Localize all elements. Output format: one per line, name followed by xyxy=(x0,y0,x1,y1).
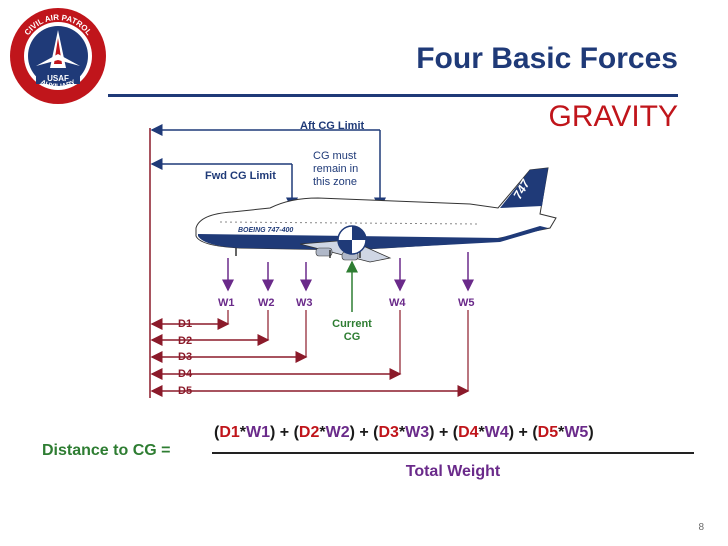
aircraft-livery: BOEING 747-400 xyxy=(238,227,293,234)
d4-arrow xyxy=(150,310,402,380)
title-divider xyxy=(108,94,678,97)
formula-numerator: (D1*W1) + (D2*W2) + (D3*W3) + (D4*W4) + … xyxy=(214,424,594,441)
cg-symbol-icon xyxy=(337,225,367,255)
d5-label: D5 xyxy=(178,385,193,397)
term-d5: D5 xyxy=(537,424,559,441)
term-w5: W5 xyxy=(564,424,589,441)
w3-label: W3 xyxy=(296,297,313,309)
term-w4: W4 xyxy=(484,424,509,441)
page-number: 8 xyxy=(698,522,704,533)
d3-arrow xyxy=(150,310,308,363)
cg-zone-note: CG must remain in this zone xyxy=(313,150,359,188)
slide-title: Four Basic Forces xyxy=(416,42,678,75)
w2-label: W2 xyxy=(258,297,275,309)
civil-air-patrol-logo: CIVIL AIR PATROL USAF AUXILIARY xyxy=(10,8,106,104)
slide-subtitle: GRAVITY xyxy=(548,100,678,133)
weight-arrows xyxy=(222,252,474,292)
aft-cg-limit-label: Aft CG Limit xyxy=(300,120,365,132)
boeing-747-illustration: 747 BOEING 747-400 xyxy=(195,167,557,263)
logo-text-bottom: AUXILIARY xyxy=(39,79,77,91)
term-d4: D4 xyxy=(458,424,479,441)
d2-label: D2 xyxy=(178,335,193,347)
d1-label: D1 xyxy=(178,318,193,330)
term-w1: W1 xyxy=(246,424,271,441)
w4-label: W4 xyxy=(389,297,406,309)
current-cg-label: Current CG xyxy=(332,318,372,343)
aft-cg-limit-arrow xyxy=(150,124,386,210)
formula-denominator: Total Weight xyxy=(405,463,501,480)
d5-arrow xyxy=(150,310,470,397)
d4-label: D4 xyxy=(178,368,193,380)
w5-label: W5 xyxy=(458,297,475,309)
logo-text-mid: USAF xyxy=(47,74,69,83)
term-w2: W2 xyxy=(325,424,350,441)
d2-arrow xyxy=(150,310,270,346)
term-d3: D3 xyxy=(378,424,399,441)
term-w3: W3 xyxy=(405,424,430,441)
fraction-bar xyxy=(212,452,694,454)
term-d2: D2 xyxy=(298,424,320,441)
term-d1: D1 xyxy=(219,424,240,441)
formula-lhs: Distance to CG = xyxy=(42,442,171,459)
w1-label: W1 xyxy=(218,297,235,309)
d1-arrow xyxy=(150,310,230,330)
distance-arrows xyxy=(150,310,470,397)
fwd-cg-limit-label: Fwd CG Limit xyxy=(205,170,276,182)
d3-label: D3 xyxy=(178,351,193,363)
